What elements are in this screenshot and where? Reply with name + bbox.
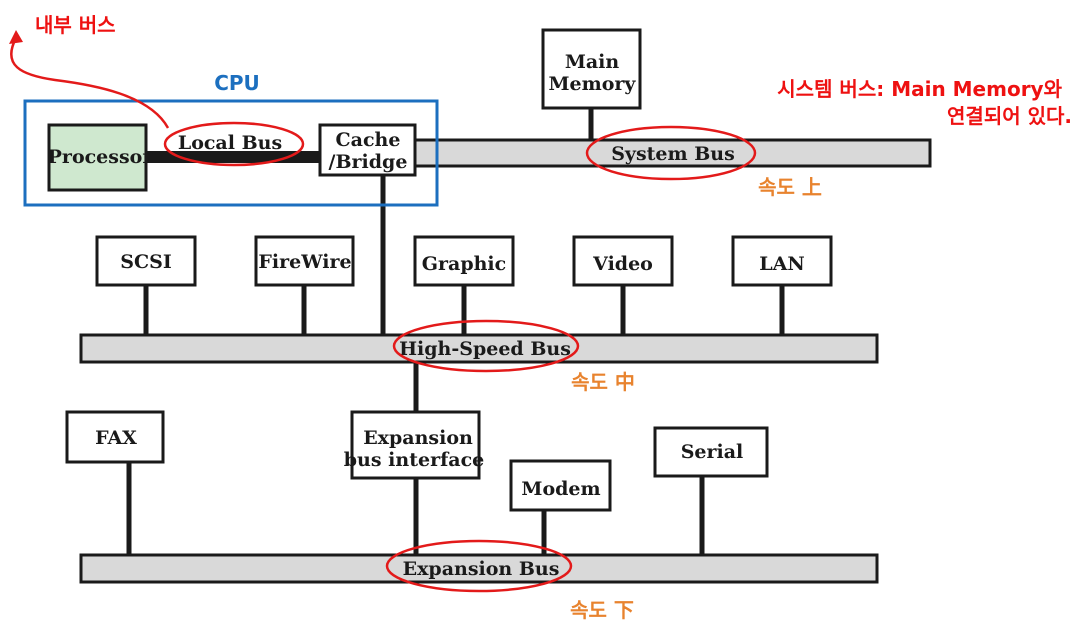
scsi-label: SCSI xyxy=(120,251,172,273)
main-memory-label-line1: Main xyxy=(565,51,620,73)
speed-low-label: 속도 下 xyxy=(570,598,634,622)
processor-box xyxy=(47,123,148,192)
cache-bridge-label-line2: /Bridge xyxy=(329,151,408,173)
video-label: Video xyxy=(592,253,653,275)
internal-bus-arrow xyxy=(10,37,170,129)
cpu-boundary xyxy=(23,99,439,207)
main-memory-box xyxy=(541,28,642,110)
cache-bridge-label-line1: Cache xyxy=(336,129,401,151)
serial-box xyxy=(653,426,769,478)
system-bus-label: System Bus xyxy=(611,143,735,165)
main-memory-label-line2: Memory xyxy=(549,73,637,95)
processor-label: Processor xyxy=(48,146,154,168)
expansion-interface-label-line1: Expansion xyxy=(363,427,473,449)
firewire-box xyxy=(254,235,355,287)
high-speed-bus-highlight xyxy=(392,319,580,373)
expansion-bus-bar xyxy=(79,553,879,584)
cache-bridge-box xyxy=(318,123,417,177)
graphic-label: Graphic xyxy=(422,253,506,275)
high-speed-bus-bar xyxy=(79,333,879,364)
graphic-box xyxy=(413,235,515,287)
fax-label: FAX xyxy=(95,427,137,449)
system-bus-note-line1: 시스템 버스: Main Memory와 xyxy=(777,77,1062,101)
modem-box xyxy=(509,459,612,512)
expansion-bus-label: Expansion Bus xyxy=(403,558,560,580)
local-bus-highlight xyxy=(163,121,305,167)
expansion-interface-label-line2: bus interface xyxy=(344,449,484,471)
local-bus-label: Local Bus xyxy=(178,132,282,154)
lan-label: LAN xyxy=(759,253,804,275)
cpu-label: CPU xyxy=(214,71,260,95)
internal-bus-annotation: 내부 버스 xyxy=(35,13,116,37)
internal-bus-arrowhead xyxy=(9,30,23,44)
firewire-label: FireWire xyxy=(258,251,351,273)
lan-box xyxy=(731,235,833,287)
system-bus-highlight xyxy=(585,125,757,181)
fax-box xyxy=(65,410,165,464)
serial-label: Serial xyxy=(681,441,744,463)
expansion-bus-highlight xyxy=(385,539,573,593)
modem-label: Modem xyxy=(521,478,600,500)
high-speed-bus-label: High-Speed Bus xyxy=(399,338,571,360)
system-bus-bar xyxy=(380,138,932,168)
system-bus-note-line2: 연결되어 있다. xyxy=(947,104,1072,128)
video-box xyxy=(572,235,674,287)
speed-high-label: 속도 上 xyxy=(758,175,822,199)
connector-lines xyxy=(126,108,785,555)
speed-mid-label: 속도 中 xyxy=(571,370,635,394)
expansion-interface-box xyxy=(350,410,481,480)
scsi-box xyxy=(95,235,197,287)
